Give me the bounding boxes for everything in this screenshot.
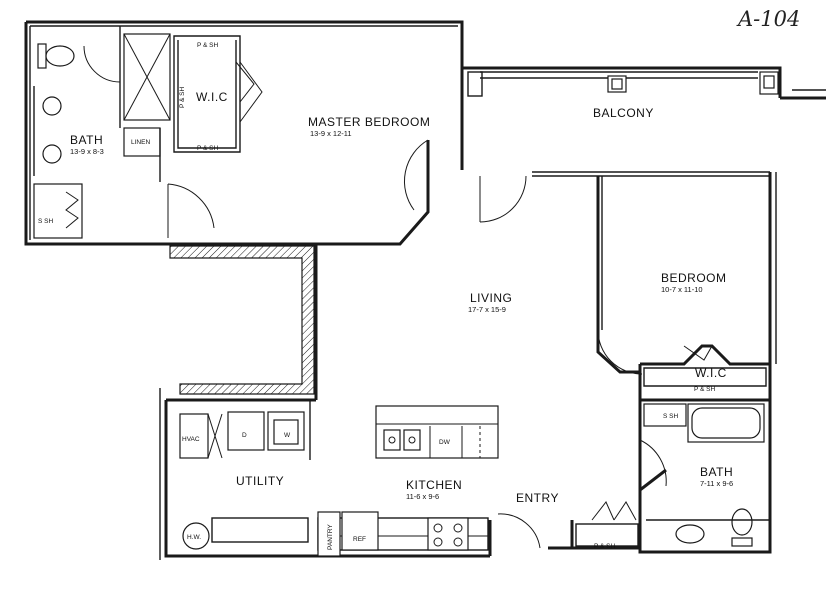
utility-details <box>179 411 309 550</box>
bedroom-2-details <box>597 329 767 387</box>
p-sh-label-entry: P & SH <box>594 543 616 550</box>
unit-id-label: A-104 <box>736 7 800 31</box>
p-sh-label-wic1-top: P & SH <box>197 42 219 49</box>
refrigerator-label: REF <box>353 536 366 543</box>
living-label: LIVING <box>470 291 512 305</box>
bath-1-dims: 13-9 x 8-3 <box>70 147 104 156</box>
entry-closet <box>497 501 639 549</box>
bath-2-label: BATH <box>700 465 733 479</box>
bath-2-dims: 7-11 x 9-6 <box>700 479 733 488</box>
entry-label: ENTRY <box>516 491 559 505</box>
bath-2-details <box>639 403 770 547</box>
water-heater-label: H.W. <box>187 534 201 541</box>
room-labels: MASTER BEDROOM 13-9 x 12-11 BATH 13-9 x … <box>70 90 733 505</box>
s-sh-label-bath2: S SH <box>663 413 678 420</box>
wic-2-label: W.I.C <box>695 366 727 380</box>
bedroom-dims: 10-7 x 11-10 <box>661 285 703 294</box>
s-sh-label-bath1: S SH <box>38 218 53 225</box>
balcony-label: BALCONY <box>593 106 654 120</box>
washer-label: W <box>284 432 291 439</box>
exterior-walls <box>24 20 826 560</box>
pantry-label: PANTRY <box>327 524 334 550</box>
master-bath <box>33 26 263 239</box>
living-dims: 17-7 x 15-9 <box>468 305 506 314</box>
balcony-area <box>467 71 779 223</box>
utility-label: UTILITY <box>236 474 284 488</box>
master-bedroom-dims: 13-9 x 12-11 <box>310 129 352 138</box>
hvac-label: HVAC <box>182 436 200 443</box>
bath-1-label: BATH <box>70 133 103 147</box>
kitchen-dims: 11-6 x 9-6 <box>406 492 439 501</box>
p-sh-label-wic1-side: P & SH <box>179 86 186 108</box>
p-sh-label-wic1-bottom: P & SH <box>197 145 219 152</box>
p-sh-label-wic2: P & SH <box>694 386 716 393</box>
fixture-labels: LINEN P & SH P & SH P & SH S SH P & SH S… <box>38 42 716 550</box>
linen-label: LINEN <box>131 139 150 146</box>
kitchen-details <box>317 405 499 557</box>
wic-1-label: W.I.C <box>196 90 228 104</box>
kitchen-label: KITCHEN <box>406 478 462 492</box>
hatched-walls <box>169 245 315 395</box>
bedroom-label: BEDROOM <box>661 271 727 285</box>
master-bedroom-door <box>404 139 429 211</box>
dishwasher-label: DW <box>439 439 451 446</box>
dryer-label: D <box>242 432 247 439</box>
master-bedroom-label: MASTER BEDROOM <box>308 115 430 129</box>
